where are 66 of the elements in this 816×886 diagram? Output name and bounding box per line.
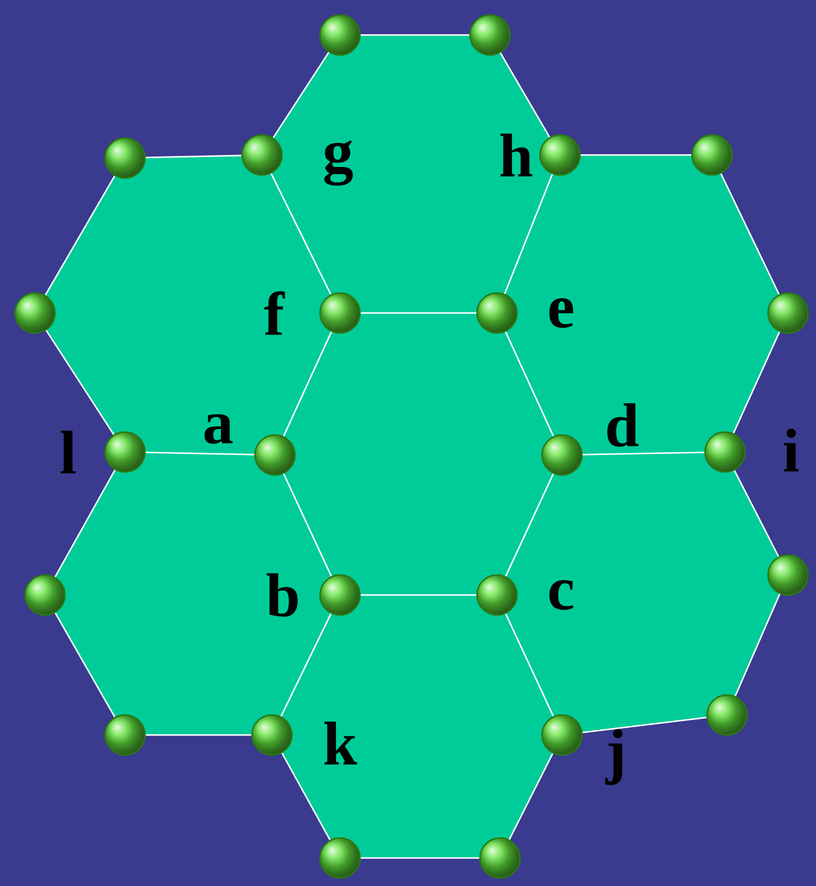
dot (476, 292, 518, 334)
hexagon-edge (504, 174, 554, 294)
hexagon-edge (734, 594, 780, 696)
hexagon-edge (146, 734, 252, 736)
dot (469, 14, 511, 56)
vertex-label: f (264, 291, 285, 335)
hexagon-edge (505, 474, 554, 576)
dot (706, 694, 748, 736)
hexagon-edge (283, 474, 332, 576)
dot (767, 292, 809, 334)
hexagon-edge (500, 52, 550, 138)
hexagon-edge (270, 173, 332, 295)
vertex-label: i (784, 428, 799, 472)
hexagon-edge (734, 470, 780, 557)
hexagon-edge (360, 312, 476, 314)
hexagon-edge (146, 154, 242, 158)
dot (241, 134, 283, 176)
vertex-label: k (324, 722, 358, 764)
dot (251, 714, 293, 756)
hexagon-edge (46, 330, 114, 435)
dot (704, 431, 746, 473)
hexagon-edge (272, 52, 330, 138)
vertex-label: c (549, 580, 574, 610)
hexagon-edge (44, 176, 116, 296)
vertex-label: e (549, 298, 574, 328)
hexagon-edge (580, 154, 692, 156)
dot (691, 134, 733, 176)
vertex-label: b (266, 573, 298, 617)
vertex-label: g (324, 140, 353, 186)
hexagon-edge (582, 452, 704, 456)
dot (767, 554, 809, 596)
hexagon-edge (504, 332, 554, 436)
vertex-label: a (204, 414, 233, 444)
hexagon-edge (54, 470, 116, 578)
dot (541, 714, 583, 756)
hexagon-edge (360, 857, 480, 859)
vertex-label: l (60, 430, 76, 474)
vertex-label: d (607, 403, 638, 447)
hexagon-edge (54, 612, 116, 718)
dot (104, 137, 146, 179)
dot (24, 574, 66, 616)
dot (541, 434, 583, 476)
hexagon-edge (282, 332, 332, 436)
hexagon-edge (280, 613, 332, 717)
dot (319, 837, 361, 879)
dot (104, 431, 146, 473)
dot (539, 134, 581, 176)
dot (104, 714, 146, 756)
vertex-label: h (500, 134, 532, 176)
hexagon-edge (732, 332, 780, 434)
dot (479, 837, 521, 879)
hexagon-edge (508, 753, 554, 840)
dot (14, 292, 56, 334)
dot (319, 14, 361, 56)
dot (319, 292, 361, 334)
hexagon-edge (582, 716, 706, 734)
hexagon-edge (360, 594, 476, 596)
dot (254, 434, 296, 476)
hexagon-edge (720, 173, 780, 295)
hexagon-edge (281, 752, 331, 840)
dot (476, 574, 518, 616)
hexagon-edge (505, 614, 554, 716)
vertex-label: j (605, 729, 622, 786)
hexagon-edge (360, 34, 470, 36)
dot (319, 574, 361, 616)
hexagon-edge (146, 452, 254, 456)
